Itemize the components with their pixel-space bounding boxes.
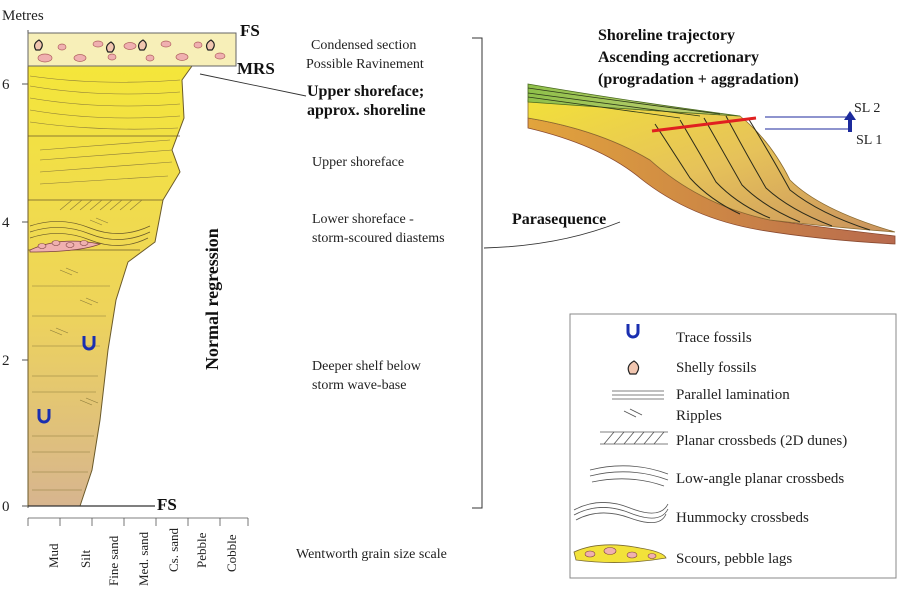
legend-shelly-fossils: Shelly fossils (676, 360, 757, 376)
topset-lines (527, 87, 721, 119)
facies-condensed-line1: Condensed section (311, 38, 416, 53)
fs-top-label: FS (240, 21, 260, 40)
fs-base-label: FS (157, 495, 177, 514)
log-trace-fossil-icon-upper (82, 336, 96, 351)
normal-regression-label: Normal regression (202, 228, 222, 370)
legend-parallel-lamination: Parallel lamination (676, 387, 790, 403)
legend-shelly-fossil-icon (627, 360, 640, 375)
log-planar-crossbeds (59, 199, 143, 211)
legend-ripples-icon (623, 408, 643, 418)
facies-descriptions: Condensed section Possible Ravinement Up… (199, 37, 621, 509)
sedimentary-log: Metres 0 2 4 6 (2, 8, 447, 586)
grain-label-med-sand: Med. sand (136, 531, 151, 586)
tick-label-0: 0 (2, 499, 10, 515)
log-ripples (49, 217, 109, 406)
trajectory-title-line2: Ascending accretionary (598, 49, 759, 66)
legend-trace-fossils: Trace fossils (676, 330, 752, 346)
mrs-label: MRS (237, 59, 275, 78)
parasequence-label: Parasequence (512, 211, 606, 228)
facies-lower-shoreface-line1: Lower shoreface - (312, 212, 414, 227)
log-low-angle-crossbeds (29, 75, 181, 185)
legend-scours: Scours, pebble lags (676, 551, 792, 567)
legend-low-angle: Low-angle planar crossbeds (676, 471, 844, 487)
sea-level-rise-arrow-icon (844, 111, 856, 132)
grain-label-cs-sand: Cs. sand (166, 527, 181, 572)
log-parallel-lamination (32, 285, 110, 491)
trajectory-title-line3: (progradation + aggradation) (598, 71, 799, 88)
facies-upper-shoreface: Upper shoreface (312, 155, 404, 170)
legend-planar-crossbeds: Planar crossbeds (2D dunes) (676, 433, 847, 449)
facies-upper-shoreline-line2: approx. shoreline (307, 102, 426, 119)
shoreline-leader-line (199, 73, 307, 97)
log-scour-pebbles (37, 240, 89, 249)
facies-deeper-shelf-line2: storm wave-base (312, 378, 406, 393)
trajectory-title-line1: Shoreline trajectory (598, 27, 735, 44)
axis-title: Metres (2, 8, 44, 24)
legend-hummocky-icon (573, 502, 669, 523)
grain-label-silt: Silt (78, 550, 93, 568)
legend-trace-fossil-icon (626, 324, 640, 339)
legend: Trace fossils Shelly fossils Parallel la… (569, 313, 897, 579)
parasequence-bracket (472, 37, 483, 509)
facies-upper-shoreline-line1: Upper shoreface; (307, 83, 424, 100)
legend-parallel-lamination-icon (612, 390, 664, 400)
log-sand-body (27, 64, 193, 507)
green-topset (527, 83, 741, 117)
shelly-fossil-icons-top (33, 39, 215, 53)
legend-planar-crossbeds-icon (600, 431, 668, 445)
legend-ripples: Ripples (676, 408, 722, 424)
log-hummocky-crossbeds (29, 221, 151, 246)
parasequence-leader-line (483, 221, 621, 249)
facies-deeper-shelf-line1: Deeper shelf below (312, 359, 422, 374)
facies-condensed-line2: Possible Ravinement (306, 57, 424, 72)
legend-low-angle-icon (589, 465, 669, 487)
shoreline-trajectory: Shoreline trajectory Ascending accretion… (527, 27, 896, 245)
grain-size-scale (27, 517, 249, 526)
log-trace-fossil-icon-lower (37, 409, 51, 424)
tick-label-4: 4 (2, 215, 10, 231)
legend-box (569, 313, 897, 579)
grain-label-mud: Mud (46, 543, 61, 568)
pebble-lag-top (37, 40, 226, 63)
clinoform-lines (654, 115, 871, 231)
shoreline-trajectory-line (651, 116, 757, 133)
legend-scour-icon (573, 544, 667, 563)
grain-label-cobble: Cobble (224, 534, 239, 572)
facies-lower-shoreface-line2: storm-scoured diastems (312, 231, 445, 246)
legend-hummocky: Hummocky crossbeds (676, 510, 809, 526)
grain-label-pebble: Pebble (194, 532, 209, 568)
grain-scale-title: Wentworth grain size scale (296, 547, 447, 562)
tick-label-6: 6 (2, 77, 10, 93)
tick-label-2: 2 (2, 353, 10, 369)
sl2-label: SL 2 (854, 101, 880, 116)
sl1-label: SL 1 (856, 133, 882, 148)
grain-label-fine-sand: Fine sand (106, 535, 121, 586)
